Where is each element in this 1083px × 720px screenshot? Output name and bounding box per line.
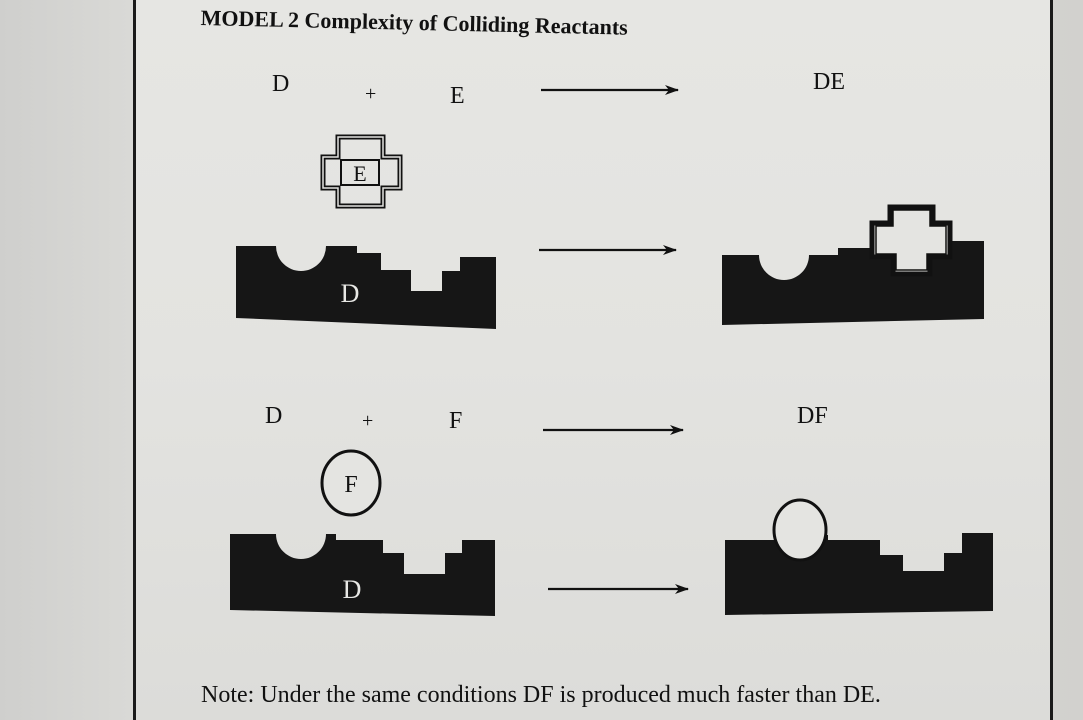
note-text: Note: Under the same conditions DF is pr… xyxy=(201,682,881,709)
molecule-d-base-reactant-2: D xyxy=(230,534,495,616)
molecule-e-label: E xyxy=(353,161,366,186)
molecule-d-base-reactant-1: D xyxy=(236,246,496,329)
product-de-molecule xyxy=(722,207,984,325)
molecule-d-label-1: D xyxy=(341,279,360,308)
molecule-e-cross-shape: E xyxy=(323,137,400,206)
molecule-f-circle: F xyxy=(322,451,380,515)
molecule-d-label-2: D xyxy=(343,575,362,604)
molecule-f-label: F xyxy=(344,472,357,498)
product-df-molecule xyxy=(725,500,993,615)
